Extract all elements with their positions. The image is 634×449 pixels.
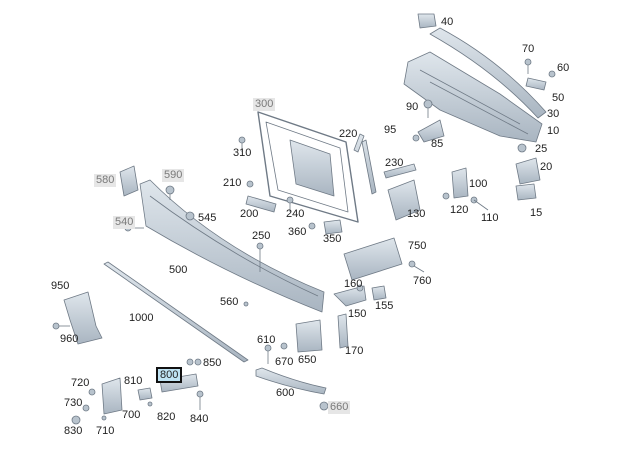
part-170-hook <box>337 313 349 349</box>
part-350-bracket <box>323 219 343 235</box>
label-1000[interactable]: 1000 <box>129 312 154 324</box>
part-810-small <box>137 387 153 401</box>
label-50[interactable]: 50 <box>552 92 565 104</box>
part-200-bracket <box>245 195 277 213</box>
label-30[interactable]: 30 <box>547 108 560 120</box>
label-710[interactable]: 710 <box>96 425 115 437</box>
label-120[interactable]: 120 <box>450 204 469 216</box>
part-100-bracket <box>451 167 469 199</box>
part-580-bracket <box>119 165 139 197</box>
label-110[interactable]: 110 <box>481 212 499 224</box>
label-155[interactable]: 155 <box>375 300 394 312</box>
label-25[interactable]: 25 <box>535 143 548 155</box>
label-10[interactable]: 10 <box>547 125 560 137</box>
part-750-beam <box>343 237 403 281</box>
label-90[interactable]: 90 <box>406 101 419 113</box>
label-130[interactable]: 130 <box>407 208 426 220</box>
part-40-bracket <box>417 13 437 29</box>
label-95[interactable]: 95 <box>384 124 397 136</box>
part-1000-rod <box>103 261 249 363</box>
label-40[interactable]: 40 <box>441 16 454 28</box>
label-820[interactable]: 820 <box>157 411 176 423</box>
part-130-side-bracket <box>387 179 421 221</box>
label-60[interactable]: 60 <box>557 62 570 74</box>
label-560[interactable]: 560 <box>220 296 239 308</box>
label-800-highlighted[interactable]: 800 <box>156 367 183 383</box>
part-20-bracket <box>515 157 541 185</box>
part-150-bracket <box>333 285 367 307</box>
part-600-strip <box>255 367 327 395</box>
label-220[interactable]: 220 <box>339 128 358 140</box>
label-160[interactable]: 160 <box>344 278 363 290</box>
part-700-bracket <box>101 377 123 415</box>
label-730[interactable]: 730 <box>64 397 83 409</box>
label-610[interactable]: 610 <box>257 334 276 346</box>
label-85[interactable]: 85 <box>431 138 444 150</box>
label-100[interactable]: 100 <box>469 178 488 190</box>
label-300[interactable]: 300 <box>253 98 276 111</box>
label-700[interactable]: 700 <box>122 409 141 421</box>
label-360[interactable]: 360 <box>288 226 307 238</box>
label-170[interactable]: 170 <box>345 345 364 357</box>
part-300-frame <box>257 111 359 223</box>
part-10-upper-crossbar <box>429 27 547 119</box>
label-350[interactable]: 350 <box>323 233 342 245</box>
part-30-upper-carrier <box>403 51 543 143</box>
label-580[interactable]: 580 <box>94 174 117 187</box>
label-200[interactable]: 200 <box>240 208 259 220</box>
label-810[interactable]: 810 <box>124 375 143 387</box>
label-240[interactable]: 240 <box>286 208 305 220</box>
label-590[interactable]: 590 <box>162 169 185 182</box>
part-230-strip <box>383 163 417 179</box>
label-500[interactable]: 500 <box>169 264 188 276</box>
part-50-clip <box>525 77 547 91</box>
label-650[interactable]: 650 <box>298 354 317 366</box>
label-960[interactable]: 960 <box>60 333 79 345</box>
label-15[interactable]: 15 <box>530 207 543 219</box>
label-950[interactable]: 950 <box>51 280 70 292</box>
label-150[interactable]: 150 <box>348 308 367 320</box>
label-210[interactable]: 210 <box>223 177 242 189</box>
label-310[interactable]: 310 <box>233 147 252 159</box>
label-830[interactable]: 830 <box>64 425 83 437</box>
label-250[interactable]: 250 <box>252 230 271 242</box>
part-650-plate <box>295 319 323 353</box>
label-850[interactable]: 850 <box>203 357 222 369</box>
label-540[interactable]: 540 <box>113 216 136 229</box>
label-750[interactable]: 750 <box>408 240 427 252</box>
label-600[interactable]: 600 <box>276 387 295 399</box>
part-15-block <box>515 183 537 201</box>
label-660[interactable]: 660 <box>328 401 351 414</box>
part-500-bumper-beam <box>139 179 325 313</box>
label-20[interactable]: 20 <box>540 161 553 173</box>
label-760[interactable]: 760 <box>413 275 432 287</box>
label-720[interactable]: 720 <box>71 377 90 389</box>
part-220-rods <box>353 133 377 195</box>
part-950-block <box>63 291 103 345</box>
part-155-cylinder <box>371 285 387 301</box>
label-840[interactable]: 840 <box>190 413 209 425</box>
label-70[interactable]: 70 <box>522 43 535 55</box>
label-670[interactable]: 670 <box>275 356 294 368</box>
label-545[interactable]: 545 <box>198 212 217 224</box>
part-85-bracket <box>417 119 445 143</box>
label-230[interactable]: 230 <box>385 157 404 169</box>
